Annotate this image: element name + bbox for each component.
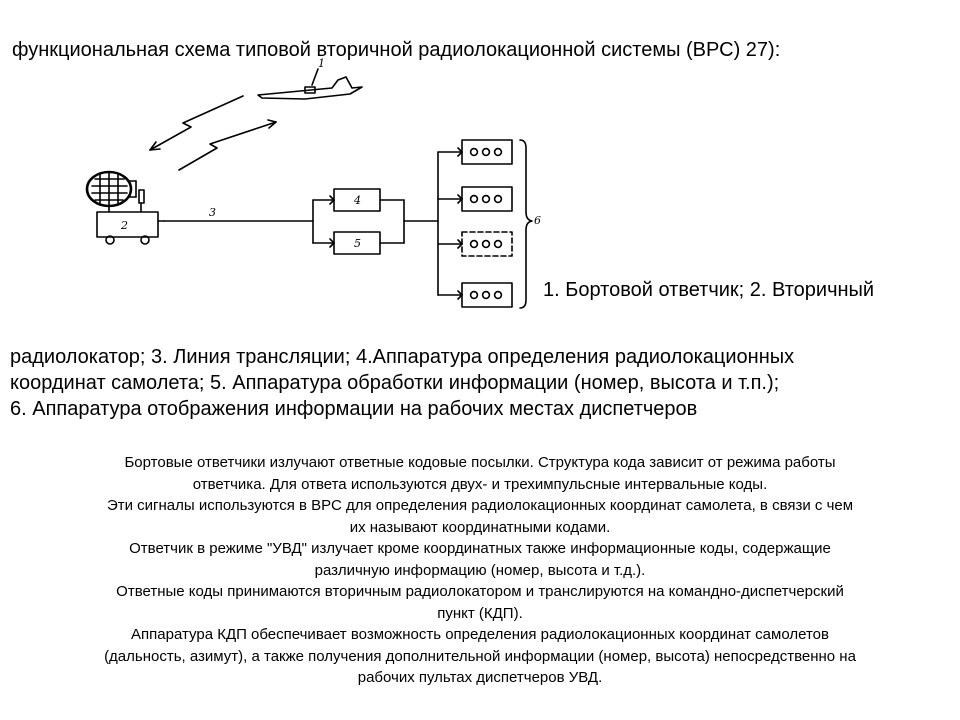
caption-legend-continued: радиолокатор; 3. Линия трансляции; 4.Апп…: [10, 344, 955, 422]
label-4: 4: [353, 194, 361, 207]
label-3: 3: [209, 206, 216, 219]
explanatory-notes: Бортовые ответчики излучают ответные код…: [0, 452, 960, 689]
caption-line: координат самолета; 5. Аппаратура обрабо…: [10, 372, 780, 394]
signal-uplink-arrow: [178, 121, 277, 171]
notes-line: их называют координатными кодами.: [349, 518, 611, 536]
signal-uplink-arrowhead: [267, 119, 277, 129]
display-console-2: [461, 186, 513, 212]
block-5-processing-equipment: [333, 231, 381, 255]
caption-line: 6. Аппаратура отображения информации на …: [10, 398, 698, 420]
notes-line: ответчика. Для ответа используются двух-…: [192, 475, 768, 493]
display-console-1: [461, 139, 513, 165]
notes-line: пункт (КДП).: [437, 604, 523, 622]
block-4-coordinate-equipment: [333, 188, 381, 212]
label-6: 6: [534, 214, 541, 227]
displays-brace: [519, 139, 533, 309]
aircraft-icon: [257, 76, 363, 100]
label-5: 5: [354, 237, 361, 250]
vrs-functional-diagram: 1 2 3 4 5 6: [85, 57, 541, 309]
notes-line: различную информацию (номер, высота и т.…: [314, 561, 646, 579]
label-1: 1: [318, 57, 325, 70]
label-2: 2: [120, 219, 128, 232]
notes-line: Аппаратура КДП обеспечивает возможность …: [131, 626, 829, 643]
radar-antenna-icon: [85, 170, 137, 213]
aircraft-leader-line: [311, 68, 319, 86]
display-console-4: [461, 282, 513, 308]
caption-line: радиолокатор; 3. Линия трансляции; 4.Апп…: [10, 346, 795, 368]
notes-line: Бортовые ответчики излучают ответные код…: [124, 454, 836, 471]
slide-title: функциональная схема типовой вторичной р…: [12, 39, 781, 61]
notes-line: Ответные коды принимаются вторичным ради…: [116, 583, 844, 600]
notes-line: рабочих пультах диспетчеров УВД.: [357, 669, 603, 686]
notes-line: (дальность, азимут), а также получения д…: [104, 647, 856, 665]
radar-vehicle-icon: [96, 189, 165, 245]
signal-downlink-arrowhead: [149, 141, 161, 151]
caption-legend-start: 1. Бортовой ответчик; 2. Вторичный: [543, 279, 875, 301]
display-bus-lines: [437, 147, 463, 300]
processing-bus-lines: [312, 199, 439, 244]
notes-line: Эти сигналы используются в ВРС для опред…: [106, 497, 854, 514]
signal-downlink-arrow: [149, 95, 244, 151]
display-console-3-dashed: [461, 231, 513, 257]
notes-line: Ответчик в режиме "УВД" излучает кроме к…: [129, 540, 831, 557]
